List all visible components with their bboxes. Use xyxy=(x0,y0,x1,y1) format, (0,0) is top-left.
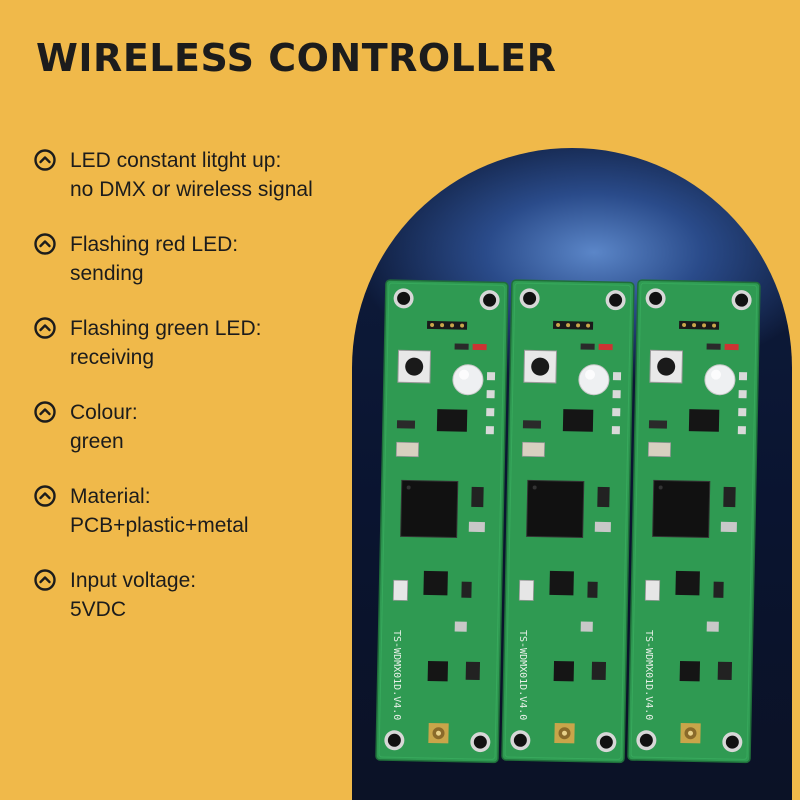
feature-title: LED constant litght up: xyxy=(70,149,282,172)
page-title: WIRELESS CONTROLLER xyxy=(36,36,557,80)
feature-detail: green xyxy=(70,430,124,453)
chevron-up-circle-icon xyxy=(34,149,56,171)
feature-text: Material: PCB+plastic+metal xyxy=(70,482,249,540)
feature-item-red-led: Flashing red LED: sending xyxy=(34,230,238,288)
chevron-up-circle-icon xyxy=(34,569,56,591)
feature-text: Colour: green xyxy=(70,398,138,456)
chevron-up-circle-icon xyxy=(34,401,56,423)
feature-detail: no DMX or wireless signal xyxy=(70,178,313,201)
feature-item-colour: Colour: green xyxy=(34,398,138,456)
feature-item-input-voltage: Input voltage: 5VDC xyxy=(34,566,196,624)
feature-detail: sending xyxy=(70,262,144,285)
board-label: TS-WDMX01D.V4.0 xyxy=(643,630,654,720)
feature-item-green-led: Flashing green LED: receiving xyxy=(34,314,261,372)
feature-detail: 5VDC xyxy=(70,598,127,621)
feature-text: Flashing green LED: receiving xyxy=(70,314,261,372)
feature-title: Flashing red LED: xyxy=(70,233,239,256)
chevron-up-circle-icon xyxy=(34,233,56,255)
product-photo-panel: TS-WDMX01D.V4.0 TS-WDMX01D.V4.0 TS-WDMX0… xyxy=(352,148,792,800)
feature-detail: PCB+plastic+metal xyxy=(70,514,249,537)
chevron-up-circle-icon xyxy=(34,317,56,339)
feature-text: Input voltage: 5VDC xyxy=(70,566,196,624)
feature-detail: receiving xyxy=(70,346,155,369)
feature-title: Input voltage: xyxy=(70,569,197,592)
feature-title: Colour: xyxy=(70,401,138,424)
feature-item-material: Material: PCB+plastic+metal xyxy=(34,482,249,540)
pcb-boards-illustration: TS-WDMX01D.V4.0 TS-WDMX01D.V4.0 TS-WDMX0… xyxy=(375,279,761,764)
feature-text: LED constant litght up: no DMX or wirele… xyxy=(70,146,313,204)
chevron-up-circle-icon xyxy=(34,485,56,507)
feature-text: Flashing red LED: sending xyxy=(70,230,238,288)
feature-title: Material: xyxy=(70,485,151,508)
feature-item-led-constant: LED constant litght up: no DMX or wirele… xyxy=(34,146,313,204)
board-label: TS-WDMX01D.V4.0 xyxy=(391,630,402,720)
feature-title: Flashing green LED: xyxy=(70,317,262,340)
board-label: TS-WDMX01D.V4.0 xyxy=(517,630,528,720)
